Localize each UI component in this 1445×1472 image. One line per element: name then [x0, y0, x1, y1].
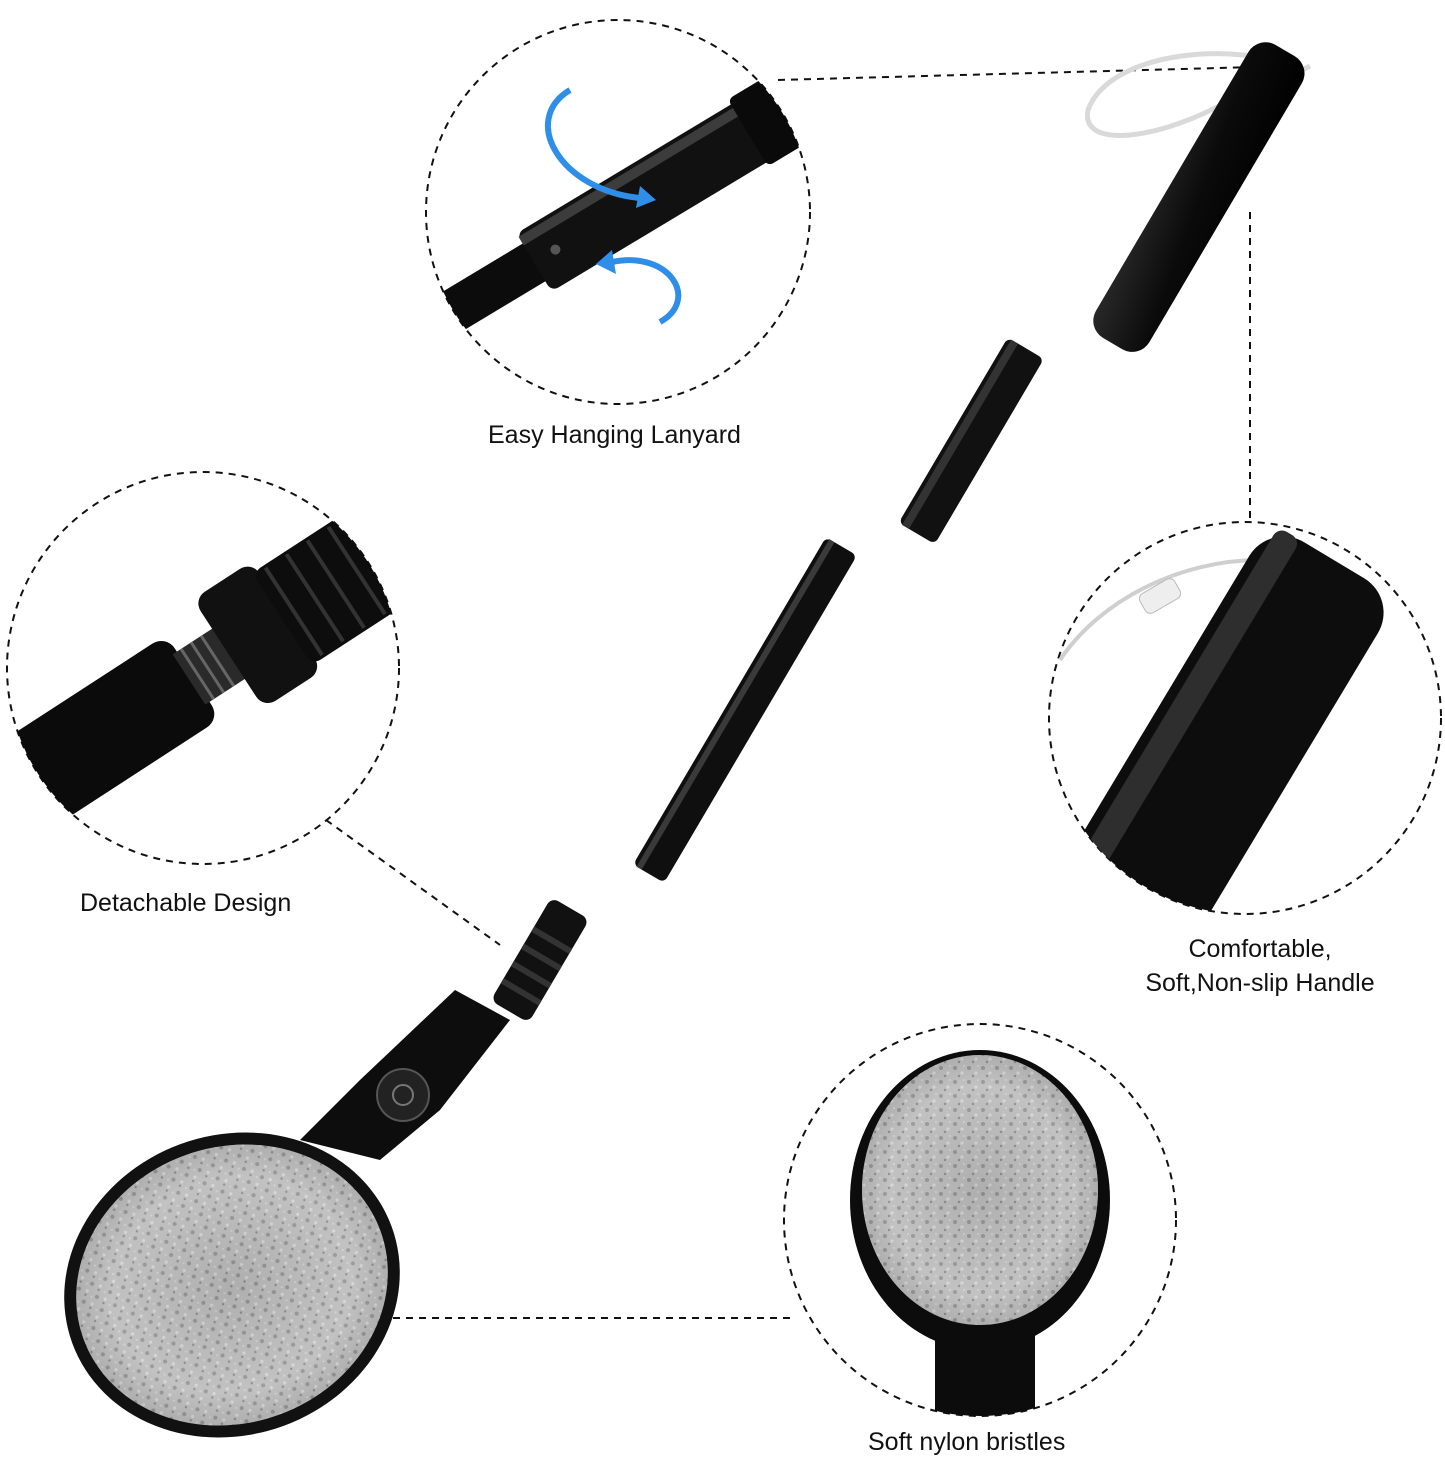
back-scrubber-product [64, 42, 1312, 1438]
connector-lines [325, 65, 1293, 1319]
callout-top-circle [425, 19, 811, 405]
joint-collar [493, 900, 587, 1020]
upper-tube [900, 339, 1042, 542]
rotate-arrows-icon [545, 87, 641, 201]
grip-handle [1093, 42, 1305, 352]
callout-left-label: Detachable Design [80, 889, 292, 917]
connector-top [777, 65, 1293, 81]
callout-bottom-label: Soft nylon bristles [868, 1428, 1066, 1456]
callout-bottom-circle [783, 1023, 1177, 1417]
callout-right-label-line2: Soft,Non-slip Handle [1145, 969, 1375, 997]
connector-left [325, 819, 501, 946]
callout-right-circle [1048, 521, 1442, 915]
middle-tube [635, 539, 855, 881]
callout-right-label-line1: Comfortable, [1188, 935, 1332, 963]
thread-joint-icon [172, 627, 248, 705]
callout-left-circle [6, 471, 400, 865]
callout-top-label: Easy Hanging Lanyard [488, 421, 741, 449]
power-button [376, 1068, 430, 1122]
power-icon [392, 1084, 414, 1106]
callout-right-label: Comfortable, Soft,Non-slip Handle [1110, 932, 1410, 1000]
handle-closeup-icon [1060, 530, 1384, 914]
